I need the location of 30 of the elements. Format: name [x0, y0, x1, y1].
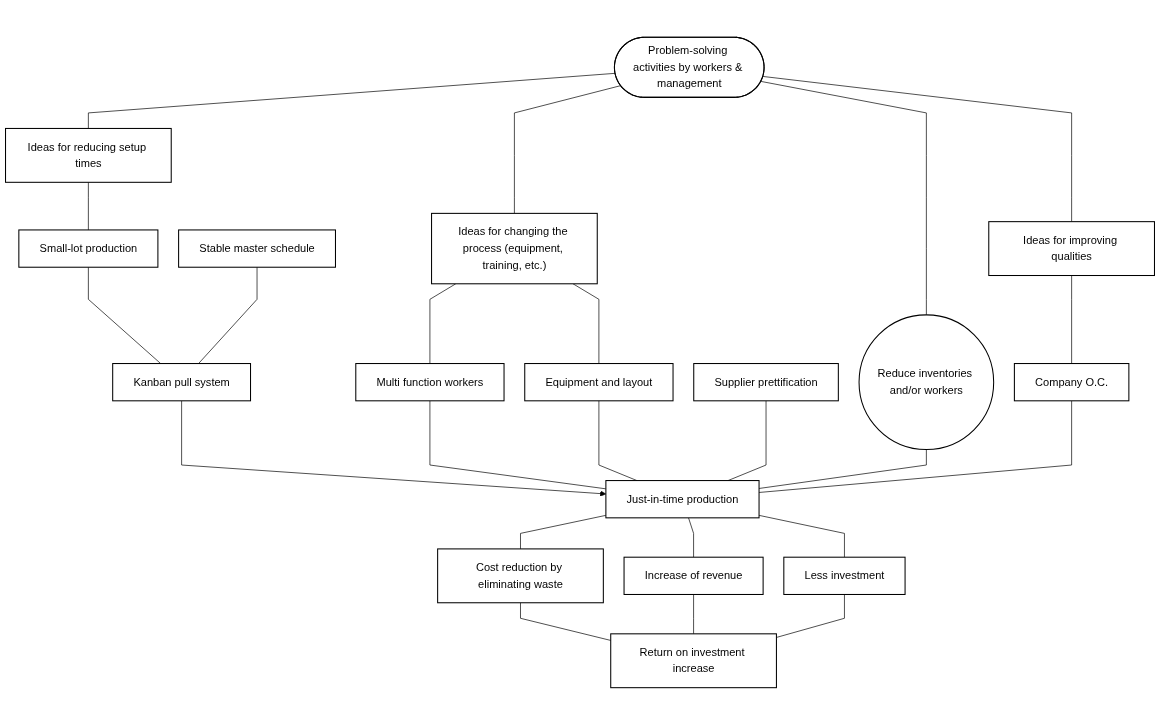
connector: [693, 594, 694, 635]
connector: [762, 76, 1072, 222]
connector: [88, 181, 89, 231]
node-box: Just-in-time production: [605, 480, 760, 519]
connector: [88, 73, 616, 129]
node-box: Ideas for improving qualities: [988, 221, 1155, 277]
node-box: Supplier prettification: [693, 363, 839, 402]
node-box: Company O.C.: [1013, 363, 1130, 402]
node-box: Small-lot production: [18, 229, 159, 268]
connector: [429, 283, 457, 364]
connector: [88, 266, 161, 364]
node-box: Kanban pull system: [112, 363, 252, 402]
connector: [572, 283, 600, 364]
connector: [198, 266, 258, 364]
connector: [688, 517, 694, 558]
connector: [776, 594, 845, 638]
node-circle: Reduce inventories and/or workers: [858, 314, 995, 450]
connector: [514, 85, 622, 214]
node-box: Cost reduction by eliminating waste: [437, 548, 604, 604]
node-box: Multi function workers: [355, 363, 505, 402]
node-box: Ideas for reducing setup times: [5, 127, 172, 183]
node-box: Stable master schedule: [178, 229, 336, 268]
connector: [760, 81, 927, 316]
node-box: Less investment: [783, 556, 906, 595]
connector: [1071, 275, 1072, 364]
node-box: Equipment and layout: [524, 363, 674, 402]
node-box: Ideas for changing the process (equipment, training, etc.): [431, 212, 598, 285]
connector: [758, 515, 845, 558]
node-box: Increase of revenue: [623, 556, 764, 595]
node-box: Return on investment increase: [610, 633, 777, 689]
